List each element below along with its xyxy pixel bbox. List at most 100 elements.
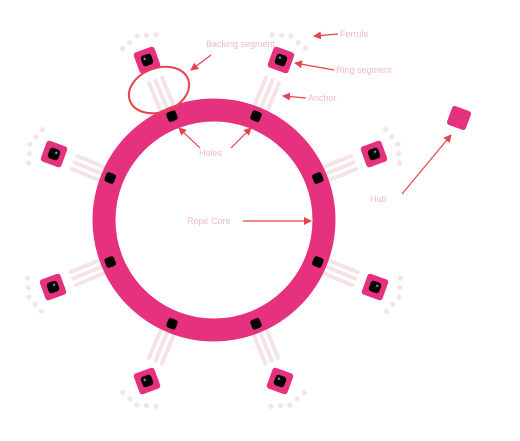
faint-strand [326,166,359,183]
arrow-backing-segment [190,54,212,71]
label-hub: Hub [370,194,387,204]
faint-dot [26,294,32,300]
hole-6 [166,318,178,330]
faint-strand [251,333,268,366]
faint-dot [397,284,403,291]
hub-bead [368,280,382,294]
hub-bead-highlight [52,283,56,286]
faint-dot [268,403,274,409]
faint-dot [301,390,307,396]
hole-7 [104,256,116,268]
label-ring-core: Rope Core [187,216,231,226]
hub-bead-highlight [277,377,281,380]
outer-hubs [39,46,389,395]
faint-strand [323,160,356,176]
hub-1 [133,46,161,74]
faint-strand [72,160,105,176]
faint-dot [134,33,140,39]
faint-strand [264,328,281,360]
faint-dot [127,39,133,45]
faint-dot [26,160,32,166]
hub-bead [367,147,381,161]
faint-dot [33,134,39,140]
faint-strand [75,153,107,170]
faint-dot [396,160,402,166]
faint-strand [153,78,170,110]
faint-dot [25,275,31,281]
arrow-ferrule [313,31,339,40]
hub-bead [47,147,61,161]
faint-strand [159,333,176,366]
faint-dot [396,150,402,157]
faint-dot [27,141,33,147]
label-holes: Holes [199,148,223,158]
faint-strand [147,81,163,113]
faint-dot [269,31,275,38]
hole-2 [250,110,262,122]
hub-bead [140,374,154,388]
hub-bead-highlight [143,57,146,61]
faint-dot [390,301,396,307]
hole-5 [250,318,262,330]
faint-dot [127,396,133,402]
faint-strand [153,331,169,363]
faint-strand [71,265,103,281]
hub-bead-highlight [143,378,146,382]
hub-bead [46,280,60,294]
faint-dot [295,39,301,45]
arrow-ring-segment [294,60,335,71]
arrow-hub [401,134,452,195]
faint-dot [389,134,395,140]
faint-strand [252,75,268,108]
faint-dot [383,308,390,314]
hub-4 [361,273,389,301]
faint-dot [26,150,32,157]
hub-bead [140,53,154,67]
hub-bead-highlight [278,56,282,59]
label-ring-segment: Ring segment [336,65,392,75]
faint-dot [32,301,38,307]
faint-dot [396,294,402,300]
faint-dot [153,403,159,409]
faint-dot [395,141,401,147]
ring-core [92,98,336,342]
faint-dot [143,403,150,409]
faint-background-strands [25,31,403,409]
faint-dot [294,396,300,402]
faint-strand [265,81,281,113]
faint-dot [302,45,308,52]
faint-dot [288,33,294,39]
hub-bead-highlight [55,151,58,155]
faint-strand [74,271,106,287]
faint-strand [147,328,163,360]
hub-bead-highlight [373,150,377,153]
hole-8 [104,172,116,184]
faint-strand [322,271,354,287]
faint-dot [38,308,45,314]
hub-7 [39,273,67,301]
label-ferrule: Ferrule [340,29,369,39]
hub-5 [266,367,294,395]
hub-bead-highlight [376,284,379,288]
callout-arrows [178,31,452,225]
faint-dot [120,45,126,52]
faint-strand [258,78,275,110]
faint-dot [287,402,293,408]
hub-3 [360,140,388,168]
callout-labels: Backing segment Ferrule Ring segment Anc… [187,29,392,226]
faint-dot [25,284,31,291]
hub-2 [267,46,295,74]
arrow-anchor [282,92,307,101]
label-backing-segment: Backing segment [206,39,276,49]
faint-strand [325,265,357,281]
faint-strand [160,75,176,108]
faint-strand [68,258,101,275]
faint-dot [383,127,389,133]
faint-dot [143,32,149,38]
backing-segment-highlight [127,65,191,115]
hub-8 [40,140,68,168]
faint-dot [397,275,403,281]
faint-dot [277,403,283,409]
